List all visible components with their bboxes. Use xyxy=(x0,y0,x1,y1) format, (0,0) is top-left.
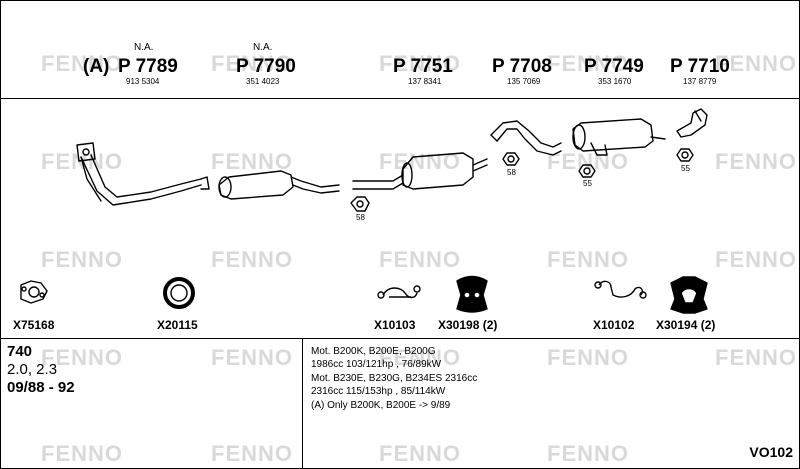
mid-pipe-part[interactable] xyxy=(218,170,340,200)
part-number[interactable]: P 7751 xyxy=(393,56,453,77)
watermark: FENNO xyxy=(41,247,123,272)
note-line: Mot. B230E, B230G, B234ES 2316cc xyxy=(311,372,478,384)
part-note: N.A. xyxy=(253,42,273,53)
accessory-code[interactable]: X75168 xyxy=(13,318,55,332)
watermark: FENNO xyxy=(379,441,461,466)
watermark: FENNO xyxy=(715,51,797,76)
accessory-code[interactable]: X10102 xyxy=(593,318,635,332)
hanger-x10102-icon[interactable] xyxy=(594,280,647,299)
engine-notes: Mot. B200K, B200E, B200G 1986cc 103/121h… xyxy=(311,345,477,412)
part-number[interactable]: P 7710 xyxy=(670,56,730,77)
footer-divider xyxy=(1,338,799,339)
watermark: FENNO xyxy=(547,345,629,370)
oem-number: 137 8779 xyxy=(683,77,717,86)
gasket-x75168-icon[interactable] xyxy=(20,280,48,304)
part-number[interactable]: P 7708 xyxy=(492,56,552,77)
ring-x20115-icon[interactable] xyxy=(163,277,195,309)
oem-number: 137 8341 xyxy=(408,77,442,86)
watermark: FENNO xyxy=(211,51,293,76)
rubber-mount-x30194-icon[interactable] xyxy=(670,276,708,314)
note-line: (A) Only B200K, B200E -> 9/89 xyxy=(311,399,451,411)
connecting-pipe-part[interactable] xyxy=(490,120,562,156)
rear-silencer-part[interactable] xyxy=(572,118,666,156)
watermark: FENNO xyxy=(547,51,629,76)
accessory-code[interactable]: X20115 xyxy=(157,318,198,332)
watermark: FENNO xyxy=(547,149,629,174)
center-silencer-part[interactable] xyxy=(352,152,488,190)
watermark: FENNO xyxy=(715,345,797,370)
oem-number: 351 4023 xyxy=(246,77,280,86)
model-years: 09/88 - 92 xyxy=(7,379,75,396)
rubber-mount-x30198-icon[interactable] xyxy=(456,275,488,313)
watermark: FENNO xyxy=(715,149,797,174)
clamp-number: 55 xyxy=(681,164,690,173)
accessory-code[interactable]: X30198 (2) xyxy=(438,318,498,332)
watermark: FENNO xyxy=(41,149,123,174)
watermark: FENNO xyxy=(41,441,123,466)
clamp-icon[interactable] xyxy=(502,152,520,166)
exhaust-system-drawing xyxy=(20,108,708,314)
note-line: Mot. B200K, B200E, B200G xyxy=(311,346,436,357)
watermark: FENNO xyxy=(41,51,123,76)
watermark: FENNO xyxy=(547,247,629,272)
clamp-icon[interactable] xyxy=(676,148,694,162)
tail-pipe-part[interactable] xyxy=(676,108,708,138)
watermark: FENNO xyxy=(379,51,461,76)
clamp-number: 58 xyxy=(356,213,365,222)
clamp-number: 55 xyxy=(583,179,592,188)
vehicle-model-info: 740 2.0, 2.3 09/88 - 92 xyxy=(7,343,75,397)
oem-number: 913 5304 xyxy=(126,77,160,86)
watermark: FENNO xyxy=(211,149,293,174)
engine-size: 2.0, 2.3 xyxy=(7,361,58,378)
model-name: 740 xyxy=(7,343,33,360)
part-number[interactable]: P 7790 xyxy=(236,56,296,77)
clamp-icon[interactable] xyxy=(350,196,370,212)
diagram-code: VO102 xyxy=(749,444,793,460)
part-number[interactable]: P 7749 xyxy=(584,56,644,77)
accessory-code[interactable]: X10103 xyxy=(374,318,416,332)
watermark: FENNO xyxy=(715,247,797,272)
watermark: FENNO xyxy=(211,441,293,466)
part-note: N.A. xyxy=(134,42,154,53)
oem-number: 353 1670 xyxy=(598,77,632,86)
part-number[interactable]: P 7789 xyxy=(118,56,178,77)
accessory-code[interactable]: X30194 (2) xyxy=(656,318,716,332)
footer-column-divider xyxy=(302,338,303,468)
variant-marker: (A) xyxy=(83,56,110,77)
clamp-icon[interactable] xyxy=(578,164,596,178)
watermark: FENNO xyxy=(211,345,293,370)
watermark: FENNO xyxy=(379,149,461,174)
note-line: 2316cc 115/153hp , 85/114kW xyxy=(311,386,446,398)
clamp-number: 58 xyxy=(507,168,516,177)
watermark: FENNO xyxy=(547,441,629,466)
watermark: FENNO xyxy=(211,247,293,272)
watermark: FENNO xyxy=(41,345,123,370)
watermark: FENNO xyxy=(379,345,461,370)
header-divider xyxy=(1,98,799,99)
hanger-x10103-icon[interactable] xyxy=(377,285,421,299)
note-line: 1986cc 103/121hp , 76/89kW xyxy=(311,359,442,371)
watermark: FENNO xyxy=(379,247,461,272)
front-pipe-part[interactable] xyxy=(76,142,210,206)
oem-number: 135 7069 xyxy=(507,77,541,86)
